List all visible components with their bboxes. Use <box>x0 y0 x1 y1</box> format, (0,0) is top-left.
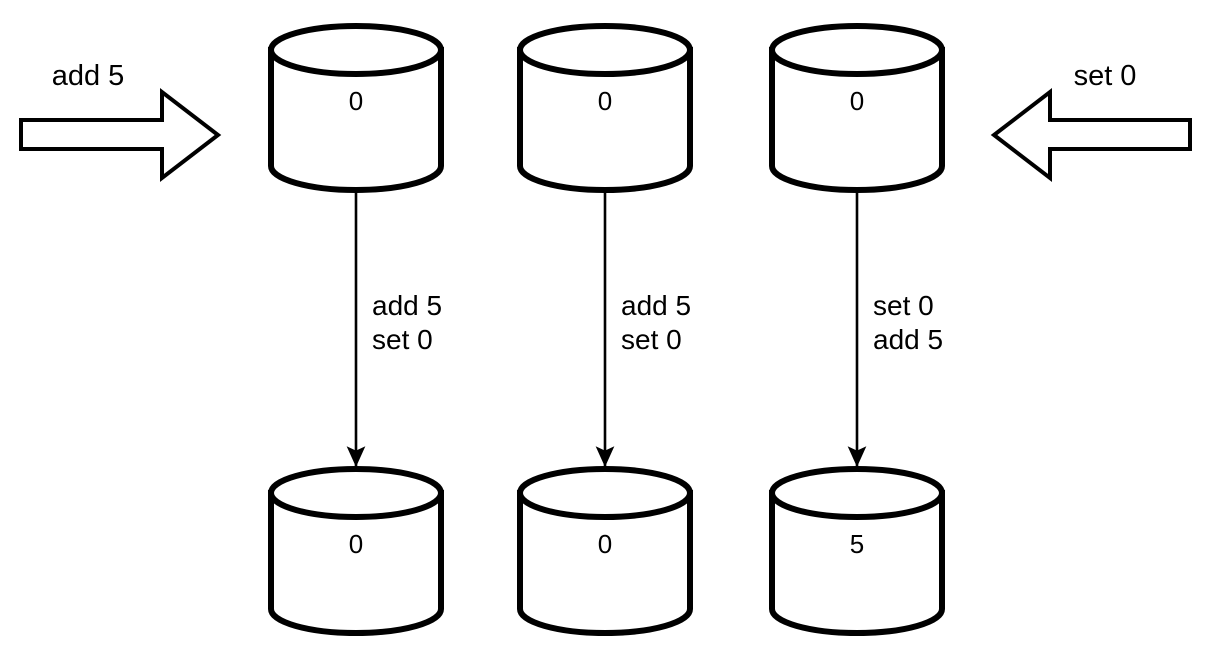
connector-2-label-line-1: add 5 <box>621 290 692 321</box>
cylinder-bottom-2-value: 0 <box>597 529 613 559</box>
cylinder-top-3 <box>769 23 945 193</box>
cylinder-bottom-3-value: 5 <box>849 529 865 559</box>
cylinder-top-2-value: 0 <box>597 86 613 116</box>
cylinder-bottom-2 <box>517 466 693 636</box>
set-0-arrow-label: set 0 <box>1073 60 1137 92</box>
cylinder-bottom-1-value: 0 <box>348 529 364 559</box>
cylinder-top-1 <box>268 23 444 193</box>
connector-1-label-line-1: add 5 <box>372 290 443 321</box>
add-5-arrow-label: add 5 <box>51 60 125 92</box>
cylinder-top-1-value: 0 <box>348 86 364 116</box>
set-0-arrow <box>990 87 1192 183</box>
add-5-arrow <box>19 87 222 183</box>
connector-1-label-line-2: set 0 <box>372 324 433 355</box>
cylinder-bottom-3 <box>769 466 945 636</box>
cylinder-top-2 <box>517 23 693 193</box>
connector-2-label-line-2: set 0 <box>621 324 682 355</box>
connector-3-label-line-1: set 0 <box>873 290 934 321</box>
connector-3-label-line-2: add 5 <box>873 324 944 355</box>
cylinder-top-3-value: 0 <box>849 86 865 116</box>
cylinder-bottom-1 <box>268 466 444 636</box>
